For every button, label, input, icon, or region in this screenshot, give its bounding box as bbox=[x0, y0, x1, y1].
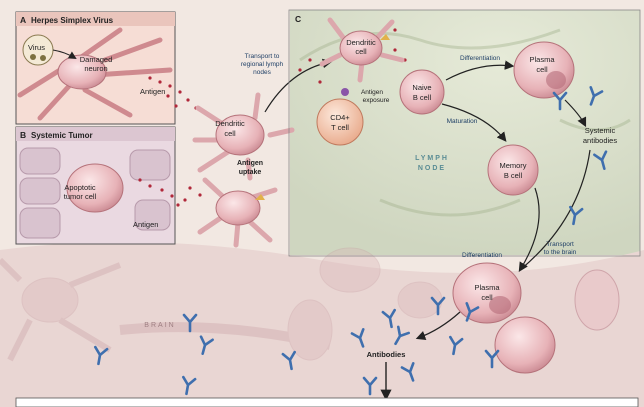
bottom-caption-box bbox=[16, 398, 638, 407]
brain-cell bbox=[575, 270, 619, 330]
virus-label: Virus bbox=[28, 43, 45, 52]
cd4-t-cell bbox=[317, 99, 363, 145]
antigen-dot bbox=[170, 194, 173, 197]
dendritic-cell-left-label-line1: Dendritic bbox=[215, 119, 245, 128]
plasma-cell-bottom-label-line2: cell bbox=[481, 293, 493, 302]
brain-label: BRAIN bbox=[144, 322, 175, 329]
memory-b-cell-label-line2: B cell bbox=[504, 171, 523, 180]
differentiation-bottom-label: Differentiation bbox=[462, 252, 502, 259]
panel-b-title: Systemic Tumor bbox=[31, 131, 93, 140]
systemic-antibodies-label-line1: Systemic bbox=[585, 126, 616, 135]
transport-brain-label-line2: to the brain bbox=[544, 249, 577, 256]
transport-lymph-label-line1: Transport to bbox=[245, 53, 280, 60]
antigen-exposure-label-line2: exposure bbox=[363, 97, 390, 104]
antigen-dot bbox=[174, 104, 177, 107]
antigen-dot bbox=[198, 193, 201, 196]
naive-b-cell-label-line1: Naive bbox=[412, 83, 431, 92]
lymph-node-label-line2: NODE bbox=[418, 165, 446, 172]
transport-lymph-label-line3: nodes bbox=[253, 69, 271, 76]
antigen-dot bbox=[168, 84, 171, 87]
naive-b-cell bbox=[400, 70, 444, 114]
antigen-dot bbox=[393, 28, 396, 31]
systemic-antibodies-label-line2: antibodies bbox=[583, 136, 617, 145]
antigen-dot bbox=[148, 184, 151, 187]
antigen-dot bbox=[166, 94, 169, 97]
antigen-dot bbox=[298, 68, 301, 71]
brain-cell bbox=[495, 317, 555, 373]
antigen-dot bbox=[308, 58, 311, 61]
panel-a: A Herpes Simplex Virus Virus Damaged neu… bbox=[16, 12, 175, 124]
antigen-b-label: Antigen bbox=[133, 220, 158, 229]
dendritic-cell-top-label-line2: cell bbox=[355, 47, 367, 56]
cd4-t-cell-label-line1: CD4+ bbox=[330, 113, 350, 122]
antigen-dot bbox=[138, 178, 141, 181]
antigen-dot bbox=[158, 80, 161, 83]
antigen-dot bbox=[148, 76, 151, 79]
virus-dot bbox=[30, 54, 36, 60]
plasma-cell-bottom-label-line1: Plasma bbox=[474, 283, 500, 292]
cd4-t-cell-label-line2: T cell bbox=[331, 123, 349, 132]
plasma-cell-top-label-line2: cell bbox=[536, 65, 548, 74]
maturation-label: Maturation bbox=[447, 118, 478, 125]
apoptotic-tumor-cell-label-line1: Apoptotic bbox=[64, 183, 96, 192]
panel-a-letter: A bbox=[20, 15, 26, 25]
naive-b-cell-label-line2: B cell bbox=[413, 93, 432, 102]
plasma-cell-top-label-line1: Plasma bbox=[529, 55, 555, 64]
antigen-uptake-label-line2: uptake bbox=[239, 169, 262, 176]
antigen-uptake-label-line1: Antigen bbox=[237, 160, 263, 167]
memory-b-cell bbox=[488, 145, 538, 195]
differentiation-top-label: Differentiation bbox=[460, 55, 500, 62]
damaged-neuron-label-line1: Damaged bbox=[80, 55, 113, 64]
mhc-complex bbox=[341, 88, 349, 96]
antigen-dot bbox=[178, 90, 181, 93]
antigen-dot bbox=[188, 186, 191, 189]
antigen-exposure-label-line1: Antigen bbox=[361, 89, 383, 96]
transport-brain-label-line1: Transport bbox=[546, 241, 574, 248]
memory-b-cell-label-line1: Memory bbox=[499, 161, 526, 170]
virus-dot bbox=[40, 55, 46, 61]
apoptotic-tumor-cell-label-line2: tumor cell bbox=[64, 192, 97, 201]
dendritic-cell-top-label-line1: Dendritic bbox=[346, 38, 376, 47]
antigen-dot bbox=[318, 80, 321, 83]
lymph-node-label-line1: LYMPH bbox=[415, 155, 449, 162]
antigen-dot bbox=[186, 98, 189, 101]
transport-lymph-label-line2: regional lymph bbox=[241, 61, 284, 68]
antigen-dot bbox=[176, 203, 179, 206]
panel-b-letter: B bbox=[20, 130, 26, 140]
dendritic-cell-left-label-line2: cell bbox=[224, 129, 236, 138]
antigen-dot bbox=[393, 48, 396, 51]
panel-a-title: Herpes Simplex Virus bbox=[31, 16, 114, 25]
panel-c-letter: C bbox=[295, 14, 301, 24]
antibodies-label: Antibodies bbox=[367, 350, 406, 359]
antigen-dot bbox=[183, 198, 186, 201]
antigen-dot bbox=[160, 188, 163, 191]
damaged-neuron-label-line2: neuron bbox=[84, 64, 107, 73]
antigen-a-label: Antigen bbox=[140, 87, 165, 96]
